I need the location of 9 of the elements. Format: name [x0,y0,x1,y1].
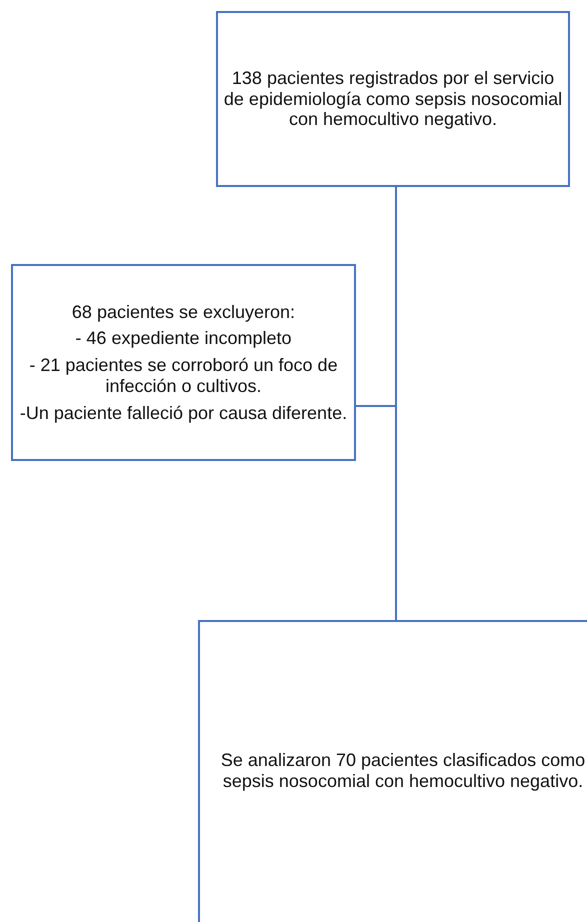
box-text: 68 pacientes se excluyeron: [72,302,296,322]
box-text: 138 pacientes registrados por el servicio de epidemiología como sepsis nosocomial con hemocultivo negativo. [222,68,564,130]
process-box [216,11,570,187]
box-text: Se analizaron 70 pacientes clasificados como sepsis nosocomial con hemocultivo negativo. [220,750,586,792]
box-text: -Un paciente falleció por causa diferente. [20,402,348,424]
box-text: - 21 pacientes se corroboró un foco de infección o cultivos. [28,355,339,397]
process-box [11,264,356,461]
box-text: - 46 expediente incompleto [75,328,292,350]
process-box [198,620,587,922]
